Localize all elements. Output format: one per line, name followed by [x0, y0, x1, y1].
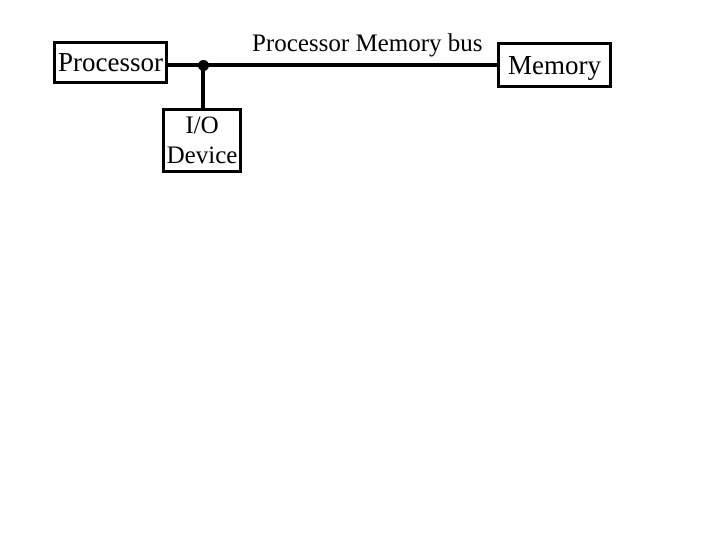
io-device-label-line-2: Device: [166, 141, 238, 169]
io-device-label-line-1: I/O: [185, 111, 219, 139]
processor-memory-bus-line: [166, 63, 498, 67]
io-device-connector-line: [201, 65, 205, 110]
bus-label: Processor Memory bus: [252, 30, 483, 57]
memory-label: Memory: [508, 49, 601, 80]
processor-label: Processor: [58, 47, 163, 77]
bus-junction-dot: [198, 60, 209, 71]
processor-box: Processor: [53, 41, 168, 84]
io-device-box: I/O Device: [162, 108, 242, 173]
memory-box: Memory: [497, 42, 612, 88]
